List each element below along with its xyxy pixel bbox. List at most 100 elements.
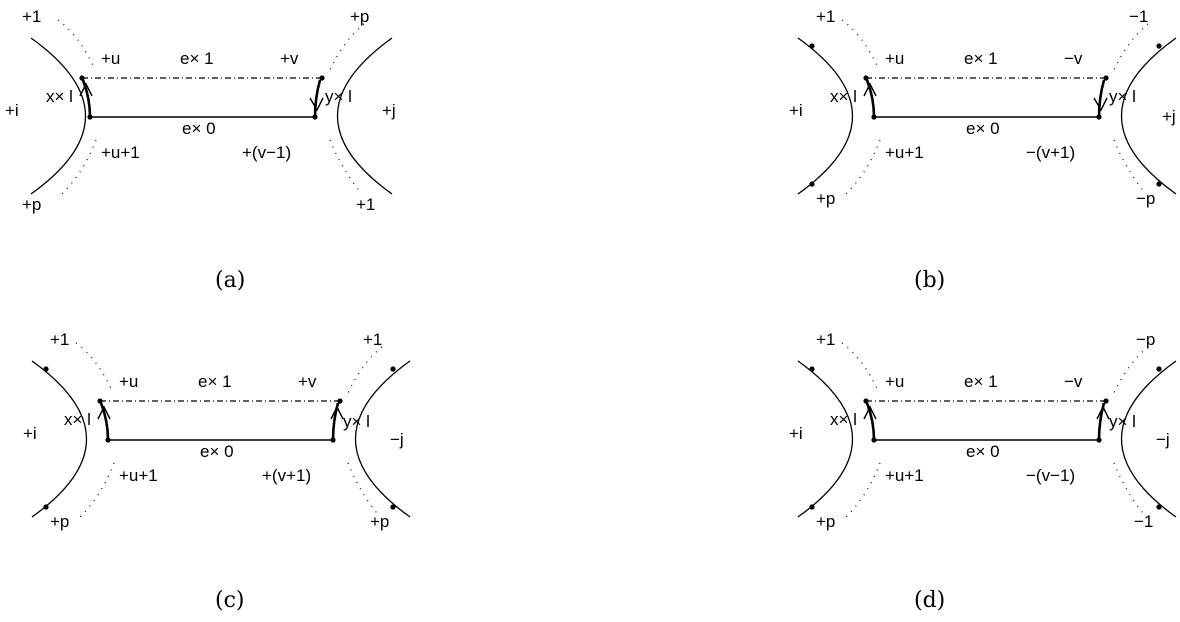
left-thick-segment [81,79,92,118]
vertex-dot [1156,181,1162,187]
left-arc [30,37,87,195]
label-left-edge: x× l [830,87,857,106]
vertex-dot [1096,114,1102,120]
left-dotted-tail-top [841,342,880,394]
panel-d: +1 +i +p +u +u+1 x× l e× 1 e× 0 −p −j −1… [789,330,1177,613]
label-right-lower: +(v−1) [242,143,291,162]
right-thick-segment [313,79,322,118]
label-right-top: −p [1136,330,1155,349]
label-left-edge: x× l [830,410,857,429]
vertex-dot [809,366,815,372]
vertex-dot [390,366,396,372]
label-right-bottom: +p [370,512,389,531]
vertex-dot [1156,504,1162,510]
left-arc [31,360,88,518]
right-arc [1120,360,1177,518]
vertex-dot [79,75,85,81]
arrow-up-icon [97,405,111,420]
left-dotted-tail-top [841,19,880,71]
left-dotted-tail-top [57,19,96,71]
arrow-up-icon [330,405,344,420]
panel-b: +1 +i +p +u +u+1 x× l e× 1 e× 0 −1 +j −p… [789,7,1177,293]
left-dotted-tail-bottom [845,139,881,195]
label-right-upper: +v [298,372,317,391]
left-dotted-tail-top [75,342,114,394]
left-thick-segment [99,402,110,441]
vertex-dot [863,398,869,404]
label-center-top: e× 1 [964,372,998,391]
panel-c: +1 +i +p +u +u+1 x× l e× 1 e× 0 +1 −j +p… [23,330,411,613]
vertex-dot [87,114,93,120]
vertex-dot [105,437,111,443]
label-center-top: e× 1 [198,372,232,391]
arrow-down-icon [1093,97,1108,112]
label-right-mid: +j [382,101,396,120]
left-dotted-tail-bottom [79,462,115,518]
label-center-bottom: e× 0 [966,442,1000,461]
label-left-top: +1 [816,330,835,349]
vertex-dot [97,398,103,404]
label-center-top: e× 1 [964,49,998,68]
vertex-dot [809,181,815,187]
vertex-dot [1096,437,1102,443]
label-right-mid: −j [1156,430,1170,449]
label-right-bottom: −p [1136,189,1155,208]
label-left-bottom: +p [816,512,835,531]
panel-caption: (b) [914,268,945,293]
panel-caption: (a) [215,268,245,293]
label-left-upper: +u [119,372,138,391]
right-dotted-tail-top [347,346,383,394]
label-right-upper: −v [1064,49,1083,68]
right-arc [336,37,393,195]
right-dotted-tail-top [1113,23,1149,71]
label-left-lower: +u+1 [119,466,158,485]
vertex-dot [871,114,877,120]
label-left-mid: +i [789,101,803,120]
label-right-mid: +j [1162,107,1176,126]
label-left-lower: +u+1 [101,143,140,162]
label-left-bottom: +p [816,189,835,208]
label-left-edge: x× l [46,87,73,106]
vertex-dot [43,366,49,372]
label-right-lower: −(v+1) [1026,143,1075,162]
label-left-lower: +u+1 [885,466,924,485]
label-right-top: +1 [363,330,382,349]
panel-caption: (d) [914,588,945,613]
vertex-dot [319,75,325,81]
label-right-edge: y× l [343,412,370,431]
label-right-edge: y× l [1109,412,1136,431]
label-right-bottom: +1 [356,195,375,214]
right-arc [354,360,411,518]
label-left-top: +1 [50,330,69,349]
vertex-dot [1156,43,1162,49]
vertex-dot [1156,366,1162,372]
left-dotted-tail-bottom [61,139,97,195]
label-right-bottom: −1 [1134,512,1153,531]
label-left-mid: +i [5,101,19,120]
label-left-top: +1 [816,7,835,26]
label-center-bottom: e× 0 [182,119,216,138]
label-right-mid: −j [390,430,404,449]
arrow-up-icon [863,405,877,420]
right-dotted-tail-top [329,23,365,71]
label-right-lower: +(v+1) [262,466,311,485]
label-left-bottom: +p [22,195,41,214]
label-right-top: +p [350,7,369,26]
label-right-upper: −v [1064,372,1083,391]
vertex-dot [330,437,336,443]
label-left-edge: x× l [64,410,91,429]
left-arc [797,360,854,518]
arrow-up-icon [1096,405,1110,420]
vertex-dot [337,398,343,404]
arrow-down-icon [309,97,324,112]
left-arc [797,37,854,195]
label-right-top: −1 [1129,7,1148,26]
arrow-up-icon [79,82,93,97]
right-dotted-tail-top [1113,346,1149,394]
label-left-lower: +u+1 [885,143,924,162]
label-left-mid: +i [789,424,803,443]
label-left-upper: +u [885,372,904,391]
left-dotted-tail-bottom [845,462,881,518]
vertex-dot [809,504,815,510]
